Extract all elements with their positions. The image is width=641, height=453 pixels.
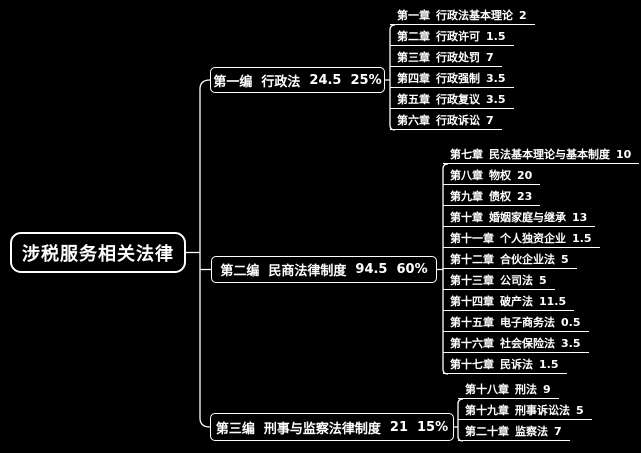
chapter-title: 行政法基本理论 <box>436 9 513 22</box>
chapter-hours: 5 <box>561 253 569 266</box>
chapter-number: 第十九章 <box>465 404 509 417</box>
chapter-node[interactable]: 第十五章电子商务法 0.5 <box>443 316 589 332</box>
root-node[interactable]: 涉税服务相关法律 <box>10 232 186 273</box>
chapter-hours: 2 <box>519 9 527 22</box>
chapter-title: 行政许可 <box>436 30 480 43</box>
chapter-title: 社会保险法 <box>500 337 555 350</box>
chapter-title: 婚姻家庭与继承 <box>489 211 566 224</box>
part-number: 第一编 <box>213 74 253 90</box>
part-percent: 60% <box>396 262 428 277</box>
branch-node-part2[interactable]: 第二编 民商法律制度 94.5 60% <box>211 256 437 283</box>
chapter-hours: 11.5 <box>539 295 567 308</box>
chapter-node[interactable]: 第十二章合伙企业法 5 <box>443 253 577 269</box>
part-title: 民商法律制度 <box>268 264 347 279</box>
chapter-hours: 1.5 <box>539 358 559 371</box>
chapter-number: 第七章 <box>450 148 483 161</box>
chapter-title: 行政诉讼 <box>436 114 480 127</box>
chapter-node[interactable]: 第九章债权 23 <box>443 190 541 206</box>
chapter-hours: 7 <box>486 114 494 127</box>
chapter-title: 公司法 <box>500 274 533 287</box>
chapter-node[interactable]: 第十一章个人独资企业 1.5 <box>443 232 600 248</box>
chapter-hours: 23 <box>517 190 533 203</box>
chapter-number: 第八章 <box>450 169 483 182</box>
chapter-title: 民法基本理论与基本制度 <box>489 148 610 161</box>
chapter-hours: 9 <box>543 383 551 396</box>
chapter-title: 债权 <box>489 190 511 203</box>
part-percent: 15% <box>417 419 449 435</box>
branch-node-part3[interactable]: 第三编 刑事与监察法律制度 21 15% <box>210 413 454 441</box>
chapter-node[interactable]: 第一章行政法基本理论 2 <box>390 9 535 25</box>
chapter-title: 行政复议 <box>436 93 480 106</box>
chapter-number: 第五章 <box>397 93 430 106</box>
part-hours: 94.5 <box>355 262 388 277</box>
chapter-hours: 13 <box>572 211 588 224</box>
chapter-number: 第四章 <box>397 72 430 85</box>
chapter-title: 监察法 <box>515 425 548 438</box>
chapter-hours: 3.5 <box>486 93 506 106</box>
chapter-title: 个人独资企业 <box>500 232 566 245</box>
chapter-title: 破产法 <box>500 295 533 308</box>
chapter-hours: 5 <box>539 274 547 287</box>
chapter-number: 第十四章 <box>450 295 494 308</box>
chapter-number: 第一章 <box>397 9 430 22</box>
chapter-hours: 7 <box>554 425 562 438</box>
chapter-number: 第九章 <box>450 190 483 203</box>
chapter-node[interactable]: 第五章行政复议 3.5 <box>390 93 514 109</box>
chapter-title: 电子商务法 <box>500 316 555 329</box>
chapter-number: 第二章 <box>397 30 430 43</box>
chapter-title: 合伙企业法 <box>500 253 555 266</box>
chapter-number: 第三章 <box>397 51 430 64</box>
chapter-node[interactable]: 第十七章民诉法 1.5 <box>443 358 567 374</box>
root-node-label: 涉税服务相关法律 <box>22 243 174 265</box>
chapter-node[interactable]: 第三章行政处罚 7 <box>390 51 502 67</box>
part-hours: 24.5 <box>309 72 342 88</box>
chapter-hours: 1.5 <box>486 30 506 43</box>
chapter-node[interactable]: 第八章物权 20 <box>443 169 541 185</box>
chapter-number: 第十一章 <box>450 232 494 245</box>
chapter-hours: 3.5 <box>486 72 506 85</box>
chapter-title: 刑法 <box>515 383 537 396</box>
chapter-node[interactable]: 第六章行政诉讼 7 <box>390 114 502 130</box>
chapter-hours: 20 <box>517 169 533 182</box>
part-number: 第二编 <box>220 264 260 279</box>
part-hours: 21 <box>389 419 408 435</box>
chapter-hours: 10 <box>616 148 632 161</box>
branch-node-part1[interactable]: 第一编 行政法 24.5 25% <box>210 67 385 93</box>
chapter-hours: 1.5 <box>572 232 592 245</box>
chapter-hours: 5 <box>576 404 584 417</box>
chapter-title: 行政处罚 <box>436 51 480 64</box>
chapter-number: 第十六章 <box>450 337 494 350</box>
part-title: 刑事与监察法律制度 <box>263 421 381 437</box>
chapter-number: 第十章 <box>450 211 483 224</box>
chapter-number: 第十七章 <box>450 358 494 371</box>
chapter-node[interactable]: 第十九章刑事诉讼法 5 <box>458 404 592 420</box>
part-number: 第三编 <box>215 421 255 437</box>
part-title: 行政法 <box>261 74 301 90</box>
chapter-node[interactable]: 第二十章监察法 7 <box>458 425 570 441</box>
chapter-title: 物权 <box>489 169 511 182</box>
chapter-title: 民诉法 <box>500 358 533 371</box>
chapter-node[interactable]: 第四章行政强制 3.5 <box>390 72 514 88</box>
chapter-hours: 7 <box>486 51 494 64</box>
chapter-node[interactable]: 第十章婚姻家庭与继承 13 <box>443 211 596 227</box>
chapter-title: 刑事诉讼法 <box>515 404 570 417</box>
part-percent: 25% <box>350 72 382 88</box>
chapter-number: 第六章 <box>397 114 430 127</box>
chapter-number: 第十八章 <box>465 383 509 396</box>
chapter-node[interactable]: 第七章民法基本理论与基本制度 10 <box>443 148 640 164</box>
chapter-node[interactable]: 第十六章社会保险法 3.5 <box>443 337 589 353</box>
chapter-number: 第十五章 <box>450 316 494 329</box>
chapter-node[interactable]: 第十四章破产法 11.5 <box>443 295 575 311</box>
chapter-hours: 0.5 <box>561 316 581 329</box>
chapter-title: 行政强制 <box>436 72 480 85</box>
chapter-number: 第二十章 <box>465 425 509 438</box>
chapter-hours: 3.5 <box>561 337 581 350</box>
chapter-node[interactable]: 第十八章刑法 9 <box>458 383 559 399</box>
chapter-number: 第十二章 <box>450 253 494 266</box>
chapter-number: 第十三章 <box>450 274 494 287</box>
chapter-node[interactable]: 第二章行政许可 1.5 <box>390 30 514 46</box>
chapter-node[interactable]: 第十三章公司法 5 <box>443 274 555 290</box>
